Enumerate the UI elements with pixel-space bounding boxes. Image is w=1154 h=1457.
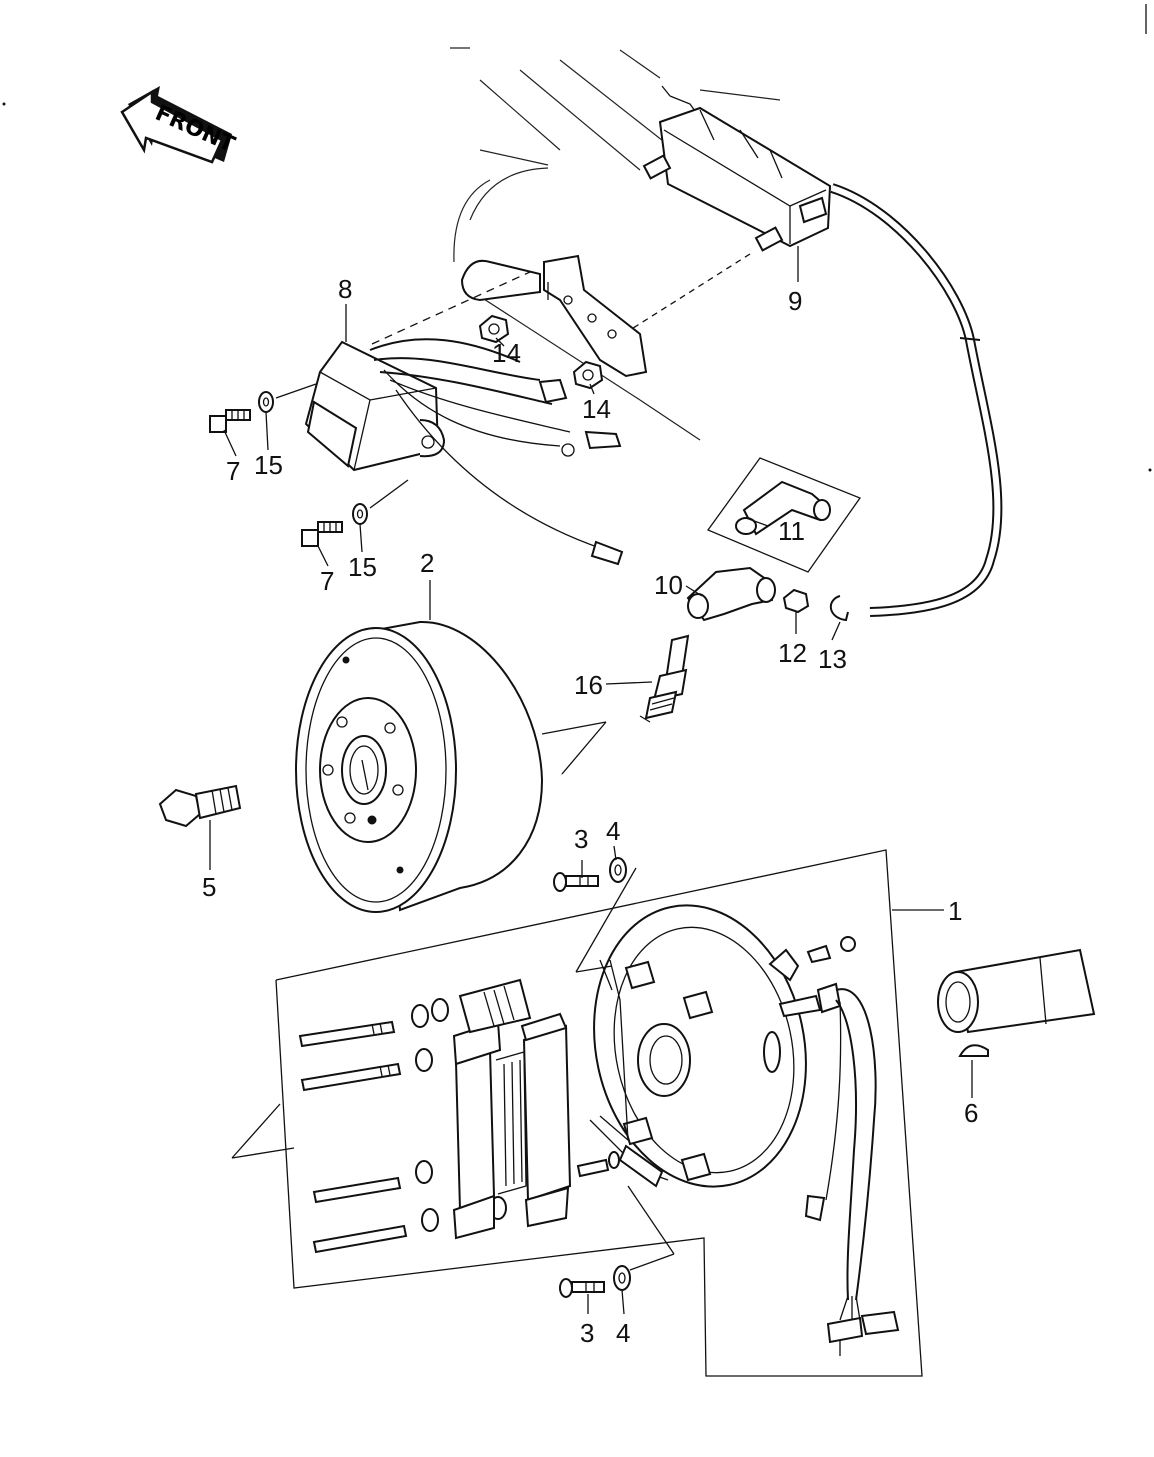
callout-16: 16	[574, 670, 603, 700]
bolt-upper	[209, 409, 251, 433]
plug-cap	[686, 566, 776, 622]
callout-1: 1	[948, 896, 962, 926]
screw-upper	[553, 872, 599, 892]
callout-4-lower: 4	[616, 1318, 630, 1348]
nut-upper	[478, 314, 510, 344]
callout-4-upper: 4	[606, 816, 620, 846]
scan-marks	[2, 4, 1152, 472]
callout-3-upper: 3	[574, 824, 588, 854]
washer-upper-stator	[609, 857, 627, 883]
callout-13: 13	[818, 644, 847, 674]
stator-small-screw	[576, 1151, 620, 1178]
spark-plug	[639, 634, 690, 723]
callout-15-lower: 15	[348, 552, 377, 582]
callout-10: 10	[654, 570, 683, 600]
washer-upper	[258, 391, 274, 413]
callout-8: 8	[338, 274, 352, 304]
front-direction-arrow: FRONT	[120, 86, 238, 164]
callout-9: 9	[788, 286, 802, 316]
callout-14-lower: 14	[582, 394, 611, 424]
crankshaft-end	[937, 948, 1096, 1034]
woodruff-key	[958, 1044, 989, 1057]
screw-lower	[559, 1278, 605, 1298]
callout-14-upper: 14	[492, 338, 521, 368]
washer-lower	[352, 503, 368, 525]
callout-15-upper: 15	[254, 450, 283, 480]
callout-6: 6	[964, 1098, 978, 1128]
stator-assembly-outline	[275, 849, 944, 1377]
callout-7-lower: 7	[320, 566, 334, 596]
flywheel-rotor	[295, 620, 544, 913]
nut-lower	[572, 360, 604, 390]
bolt-lower	[301, 521, 343, 547]
plug-cap-nut	[782, 588, 810, 614]
reassembly-arrows	[231, 721, 607, 1159]
washer-lower-stator	[613, 1265, 631, 1291]
callout-12: 12	[778, 638, 807, 668]
stator-coil-left	[452, 1020, 527, 1240]
callout-2: 2	[420, 548, 434, 578]
callout-11: 11	[778, 516, 805, 546]
stator-base-plate	[575, 867, 807, 1271]
stator-screws	[298, 1020, 408, 1254]
wire-harness	[768, 936, 900, 1356]
cap-clip	[830, 595, 849, 622]
stator-coil-right	[458, 978, 572, 1228]
callout-3-lower: 3	[580, 1318, 594, 1348]
stator-washers	[411, 998, 507, 1232]
ignition-coil	[629, 85, 1003, 617]
flywheel-bolt	[158, 784, 242, 828]
callout-7-upper: 7	[226, 456, 240, 486]
mounting-bracket	[460, 254, 648, 378]
callout-5: 5	[202, 872, 216, 902]
callout-labels: 8 9 14 14 7 15 7 15 2 11 10 12 13 16 5 3…	[202, 274, 978, 1348]
plug-cap-inset	[706, 457, 862, 573]
leader-lines	[209, 246, 973, 1315]
cdi-unit	[275, 271, 624, 566]
engine-outline	[450, 47, 781, 441]
